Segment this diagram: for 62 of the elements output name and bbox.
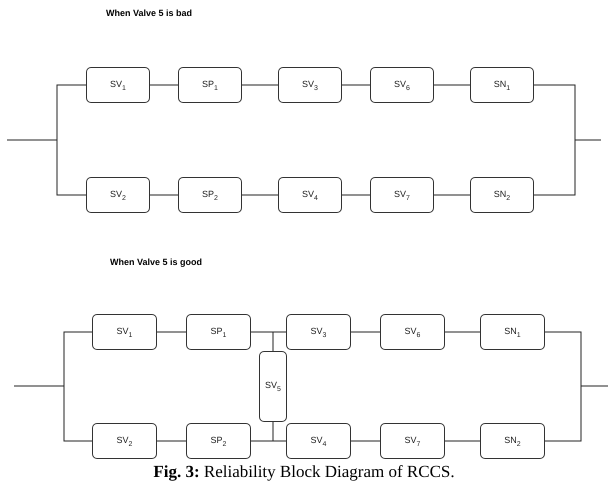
section-heading: When Valve 5 is bad	[106, 8, 192, 18]
block-label: SV$_{3}$	[302, 78, 318, 92]
block-box	[178, 67, 242, 103]
block-box	[86, 67, 150, 103]
block-box	[470, 67, 534, 103]
block-label: SN$_{2}$	[504, 434, 521, 448]
connector-line	[434, 84, 470, 86]
block-box	[480, 423, 545, 459]
connector-line	[350, 440, 380, 442]
block-label: SV$_{6}$	[404, 326, 420, 338]
block-box	[286, 314, 351, 350]
block-label: SV$_{7}$	[404, 434, 420, 448]
block-label: SN$_{1}$	[494, 78, 510, 92]
block-label: SP$_{2}$	[202, 188, 218, 202]
connector-line	[342, 84, 370, 86]
block-label: SV$_{1}$	[116, 326, 132, 338]
block-box	[86, 177, 150, 213]
block-label: SP$_{1}$	[202, 78, 218, 92]
block-box	[380, 423, 445, 459]
connector-line	[242, 84, 278, 86]
block-box	[178, 177, 242, 213]
block-box	[278, 67, 342, 103]
block-box	[370, 177, 434, 213]
block-label: SP$_{2}$	[210, 434, 226, 448]
section-heading: When Valve 5 is good	[110, 257, 202, 267]
block-label: SP$_{1}$	[210, 326, 226, 338]
connector-line	[434, 194, 470, 196]
block-box	[286, 423, 351, 459]
connector-line	[150, 194, 178, 196]
block-label: SV$_{4}$	[302, 188, 318, 202]
block-label: SV$_{1}$	[110, 78, 126, 92]
block-box	[186, 314, 251, 350]
block-label: SV$_{5}$	[265, 380, 281, 393]
block-label: SV$_{7}$	[394, 188, 410, 202]
figure-caption: Fig. 3: Reliability Block Diagram of RCCS.	[152, 462, 456, 482]
block-box	[370, 67, 434, 103]
block-label: SV$_{3}$	[310, 326, 326, 338]
block-box	[278, 177, 342, 213]
connector-line	[444, 440, 480, 442]
connector-line	[250, 422, 274, 442]
connector-line	[250, 332, 274, 352]
block-box	[92, 314, 157, 350]
block-box	[380, 314, 445, 350]
block-box	[186, 423, 251, 459]
block-label: SV$_{2}$	[116, 434, 132, 448]
block-box	[480, 314, 545, 350]
connector-line	[342, 194, 370, 196]
connector-line	[14, 386, 92, 442]
connector-line	[242, 194, 278, 196]
block-box	[259, 351, 287, 422]
connector-line	[534, 140, 602, 196]
block-label: SV$_{6}$	[394, 78, 410, 92]
block-box	[470, 177, 534, 213]
connector-line	[544, 386, 608, 442]
block-label: SV$_{2}$	[110, 188, 126, 202]
block-label: SN$_{2}$	[494, 188, 510, 202]
block-label: SV$_{4}$	[310, 434, 326, 448]
connector-line	[150, 84, 178, 86]
connector-line	[156, 440, 186, 442]
block-label: SN$_{1}$	[504, 326, 521, 338]
connector-line	[6, 140, 86, 196]
block-box	[92, 423, 157, 459]
